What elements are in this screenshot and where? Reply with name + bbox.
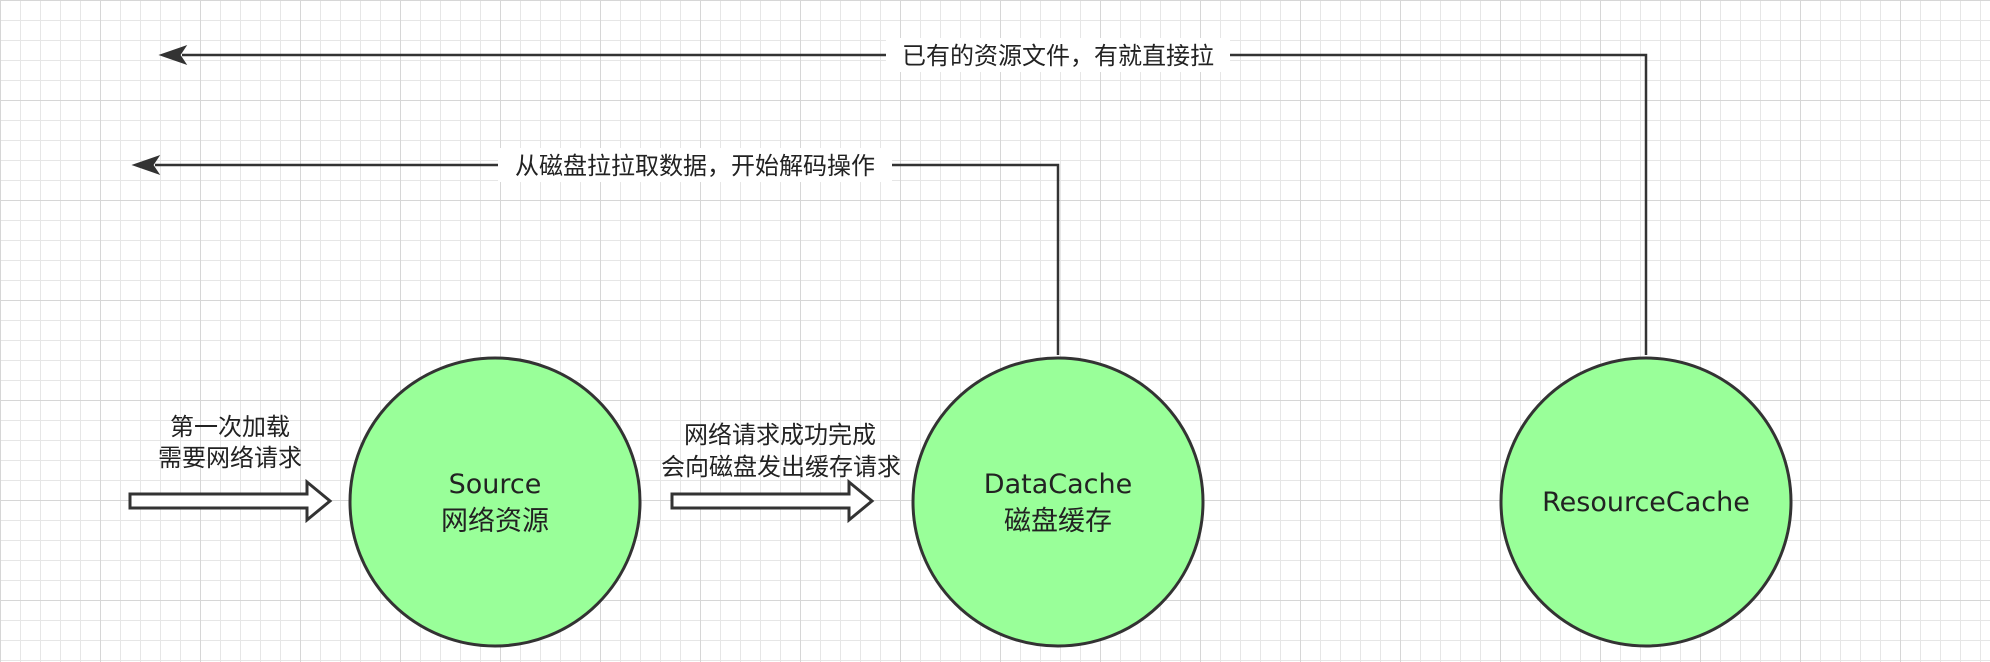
edge-resourcecache-line [182, 53, 1648, 355]
node-datacache[interactable]: DataCache 磁盘缓存 [911, 356, 1205, 648]
edge-datacache-arrowhead [131, 155, 161, 175]
node-resourcecache-circle [1499, 356, 1793, 648]
first-load-note-line2: 需要网络请求 [158, 444, 302, 472]
node-datacache-subtitle: 磁盘缓存 [1004, 506, 1112, 537]
node-source-subtitle: 网络资源 [441, 506, 549, 537]
edge-resourcecache-arrowhead [158, 45, 188, 65]
edge-datacache-line [155, 163, 1060, 355]
edge-datacache-to-left[interactable]: 从磁盘拉拉取数据，开始解码操作 [131, 148, 1060, 355]
edge-resourcecache-label-bg [886, 38, 1230, 72]
node-source[interactable]: Source 网络资源 [348, 356, 642, 648]
network-done-arrow[interactable] [670, 478, 875, 524]
network-done-note-line1: 网络请求成功完成 [684, 421, 876, 449]
edge-datacache-label-bg [498, 148, 892, 182]
node-datacache-circle [911, 356, 1205, 648]
first-load-hollow-arrow [128, 478, 333, 524]
node-source-title: Source [449, 469, 542, 500]
edge-resourcecache-label: 已有的资源文件，有就直接拉 [902, 42, 1214, 70]
edge-datacache-label: 从磁盘拉拉取数据，开始解码操作 [515, 152, 875, 180]
network-done-note-line2: 会向磁盘发出缓存请求 [661, 453, 901, 481]
node-datacache-title: DataCache [984, 469, 1132, 500]
node-resourcecache-title: ResourceCache [1542, 487, 1750, 518]
network-done-hollow-arrow [670, 478, 875, 524]
first-load-note-line1: 第一次加载 [170, 413, 290, 441]
node-resourcecache[interactable]: ResourceCache [1499, 356, 1793, 648]
edge-resourcecache-to-left[interactable]: 已有的资源文件，有就直接拉 [158, 38, 1648, 355]
node-source-circle [348, 356, 642, 648]
first-load-arrow[interactable] [128, 478, 333, 524]
